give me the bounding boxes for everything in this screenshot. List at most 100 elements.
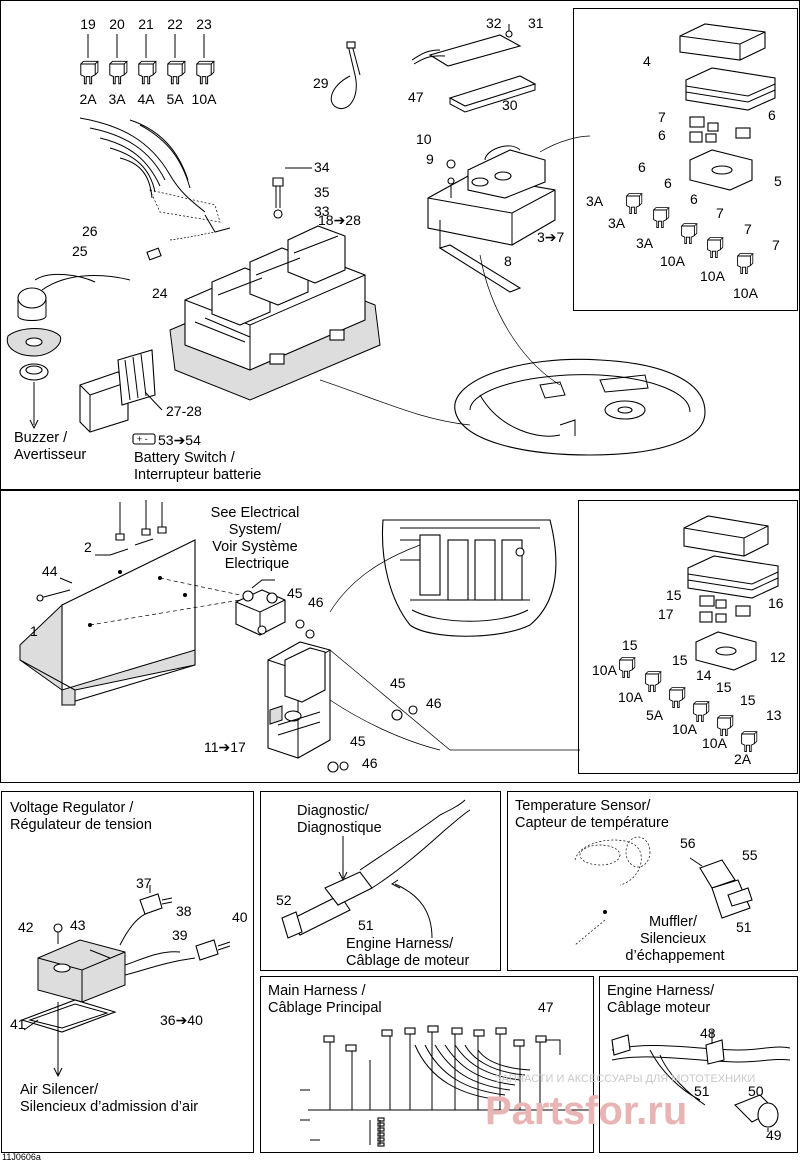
callout-number: 10 (416, 131, 432, 147)
callout-number: 51 (736, 919, 752, 935)
callout-number: 10A (592, 662, 618, 678)
callout-number: 1 (30, 623, 38, 639)
fuse-icon (681, 223, 698, 245)
fuse-icon (196, 60, 215, 85)
callout-number: 51 (694, 1083, 710, 1099)
callout-number: 34 (314, 159, 330, 175)
callout-number: 24 (152, 285, 168, 301)
engine-harness (611, 1030, 791, 1132)
connector-strip (411, 24, 537, 113)
callout-number: 45 (390, 675, 406, 691)
diagnostic-frame (260, 791, 501, 971)
callout-number: 26 (82, 223, 98, 239)
fuse-icon (645, 671, 662, 693)
diagnostic-connector (281, 799, 471, 939)
fuse-rating: 2A (79, 91, 97, 107)
callout-number: 41 (10, 1016, 26, 1032)
callout-number: 5 (774, 173, 782, 189)
temperature-sensor (574, 836, 753, 946)
fuse-rating: 3A (108, 91, 126, 107)
callout-number: 3A (608, 215, 626, 231)
watermark-logo: Partsfor.ru (485, 1089, 687, 1133)
buzzer (6, 287, 62, 430)
hull-upper-view (381, 519, 557, 637)
fuse-number: 21 (138, 16, 154, 32)
muffler-caption: Muffler/ Silencieux d’échappement (625, 914, 724, 964)
battery-switch: + - (79, 349, 163, 445)
fuse-number: 19 (80, 16, 96, 32)
mounting-plate (19, 500, 241, 706)
relay-box (427, 145, 556, 293)
voltage-regulator (20, 885, 231, 1078)
main-harness-frame (260, 976, 594, 1153)
callout-number: 9 (426, 151, 434, 167)
callout-number: 12 (770, 649, 786, 665)
fuse-icon (626, 193, 643, 215)
diagnostic-caption: Diagnostic/ Diagnostique (297, 803, 382, 836)
callout-number: 44 (42, 563, 58, 579)
fuse-cover-middle (683, 515, 779, 671)
callout-number: 2A (734, 751, 752, 767)
right-middle-fuses (619, 657, 758, 753)
callout-number: 7 (658, 109, 666, 125)
fuse-19: 19 2A (79, 16, 99, 107)
callout-number: 18➔28 (318, 212, 361, 228)
fuse-icon (80, 60, 99, 85)
callout-number: 7 (716, 205, 724, 221)
air-silencer-caption: Air Silencer/ Silencieux d’admission d’a… (20, 1082, 198, 1115)
callout-number: 31 (528, 15, 544, 31)
fuse-icon (717, 715, 734, 737)
middle-section (0, 490, 800, 783)
main-harness-caption: Main Harness / Câblage Principal (268, 983, 382, 1016)
hull-outline (454, 358, 706, 456)
watermark-subtitle: ЗАПЧАСТИ И АКСЕССУАРЫ ДЛЯ МОТОТЕХНИКИ (495, 1073, 755, 1085)
callout-number: 47 (408, 89, 424, 105)
callout-number: 3➔7 (537, 229, 565, 245)
callout-number: 15 (716, 679, 732, 695)
temperature-sensor-frame (507, 791, 798, 971)
callout-number: 35 (314, 184, 330, 200)
harness-bundle (79, 117, 231, 261)
callout-number: 17 (658, 606, 674, 622)
fuse-cover-top (679, 23, 776, 191)
callout-number: 3A (636, 235, 654, 251)
callout-number: 27-28 (166, 403, 202, 419)
fuse-number: 22 (167, 16, 183, 32)
callout-number: 42 (18, 919, 34, 935)
main-fuse-box (169, 167, 381, 401)
callout-number: 32 (486, 15, 502, 31)
voltage-regulator-caption: Voltage Regulator / Régulateur de tensio… (10, 800, 152, 833)
callout-number: 10A (733, 285, 759, 301)
callout-number: 56 (680, 835, 696, 851)
callout-number: 52 (276, 892, 292, 908)
temperature-sensor-caption: Temperature Sensor/ Capteur de températu… (515, 798, 669, 831)
callout-number: 43 (70, 917, 86, 933)
fuse-box-11-17 (267, 641, 418, 773)
callout-number: 50 (748, 1083, 764, 1099)
callout-number: 6 (768, 107, 776, 123)
callout-number: 16 (768, 595, 784, 611)
callout-number: 15 (740, 692, 756, 708)
callout-number: 10A (672, 721, 698, 737)
callout-number: 10A (618, 689, 644, 705)
callout-number: 7 (744, 221, 752, 237)
fuse-icon (653, 207, 670, 229)
callout-number: 53➔54 (158, 432, 201, 448)
callout-number: 6 (658, 127, 666, 143)
callout-number: 55 (742, 847, 758, 863)
callout-number: 10A (660, 253, 686, 269)
figure-id: 11J0606a (2, 1152, 41, 1162)
cable-tie (330, 41, 361, 110)
fuse-icon (138, 60, 157, 85)
callout-number: 46 (426, 695, 442, 711)
callout-number: 2 (84, 539, 92, 555)
fuse-icon (109, 60, 128, 85)
callout-number: 47 (538, 999, 554, 1015)
fuse-icon (741, 731, 758, 753)
